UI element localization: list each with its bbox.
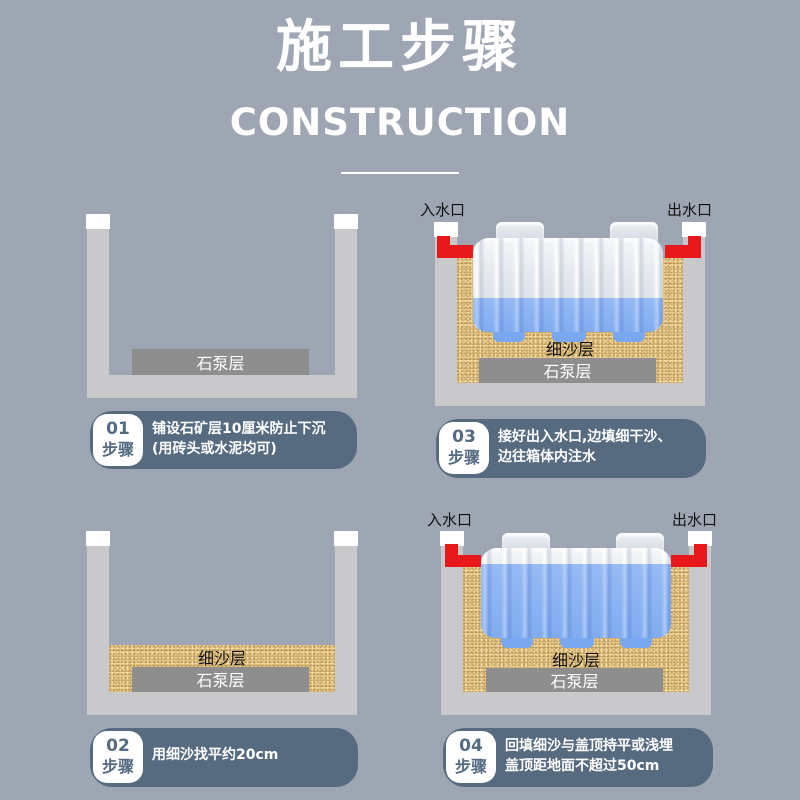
pit-diagram-step-01: 石泵层 bbox=[86, 214, 358, 398]
gravel-layer: 石泵层 bbox=[132, 667, 309, 692]
sand-layer-label: 细沙层 bbox=[545, 340, 594, 359]
outlet-pipe-icon bbox=[665, 245, 701, 258]
wall-cap-left bbox=[86, 214, 110, 229]
gravel-layer: 石泵层 bbox=[479, 358, 656, 383]
step-description-line: 边往箱体内注水 bbox=[498, 449, 596, 465]
title-divider bbox=[341, 172, 459, 174]
tank-neck-icon bbox=[610, 222, 658, 242]
wall-cap-right bbox=[688, 531, 712, 546]
outlet-label: 出水口 bbox=[667, 201, 713, 219]
gravel-layer-label: 石泵层 bbox=[196, 354, 245, 373]
step-number: 03 bbox=[452, 427, 476, 447]
inlet-label: 入水口 bbox=[420, 201, 466, 219]
step-description-line: 盖顶距地面不超过50cm bbox=[505, 758, 660, 774]
wall-cap-right bbox=[334, 214, 358, 229]
step-word: 步骤 bbox=[447, 448, 480, 467]
step-number-box: 03 步骤 bbox=[439, 422, 489, 474]
inlet-pipe-icon bbox=[437, 245, 473, 258]
step-number: 04 bbox=[459, 736, 483, 756]
gravel-layer-label: 石泵层 bbox=[543, 362, 592, 381]
step-badge-01: 01 步骤 铺设石矿层10厘米防止下沉 (用砖头或水泥均可) bbox=[90, 411, 357, 469]
step-number-box: 01 步骤 bbox=[93, 414, 143, 466]
septic-tank-icon bbox=[473, 238, 663, 332]
wall-cap-right bbox=[682, 222, 706, 237]
inlet-label: 入水口 bbox=[427, 511, 473, 529]
page-subtitle: CONSTRUCTION bbox=[229, 101, 571, 144]
wall-cap-left bbox=[434, 222, 458, 237]
step-word: 步骤 bbox=[101, 757, 134, 776]
step-description: 回填细沙与盖顶持平或浅埋 盖顶距地面不超过50cm bbox=[505, 736, 703, 776]
inlet-pipe-icon bbox=[445, 555, 481, 567]
step-description-line: 用细沙找平约20cm bbox=[152, 747, 279, 763]
septic-tank-icon bbox=[481, 548, 671, 638]
tank-neck-icon bbox=[496, 222, 544, 242]
gravel-layer: 石泵层 bbox=[132, 349, 309, 375]
step-number-box: 04 步骤 bbox=[446, 731, 496, 783]
step-description: 铺设石矿层10厘米防止下沉 (用砖头或水泥均可) bbox=[152, 419, 347, 459]
step-number: 01 bbox=[106, 419, 130, 439]
step-description: 用细沙找平约20cm bbox=[152, 745, 348, 765]
gravel-layer: 石泵层 bbox=[486, 668, 663, 692]
wall-cap-left bbox=[440, 531, 464, 546]
gravel-layer-label: 石泵层 bbox=[196, 671, 245, 690]
sand-layer-label: 细沙层 bbox=[197, 649, 246, 668]
outlet-label: 出水口 bbox=[672, 511, 718, 529]
step-badge-04: 04 步骤 回填细沙与盖顶持平或浅埋 盖顶距地面不超过50cm bbox=[443, 728, 713, 787]
step-description-line: (用砖头或水泥均可) bbox=[152, 441, 277, 457]
step-word: 步骤 bbox=[101, 440, 134, 459]
step-description-line: 铺设石矿层10厘米防止下沉 bbox=[152, 421, 326, 437]
step-number: 02 bbox=[106, 736, 130, 756]
step-number-box: 02 步骤 bbox=[93, 731, 143, 783]
wall-cap-left bbox=[86, 531, 110, 546]
step-description: 接好出入水口,边填细干沙、 边往箱体内注水 bbox=[498, 427, 696, 467]
page-title: 施工步骤 bbox=[276, 15, 524, 80]
step-badge-03: 03 步骤 接好出入水口,边填细干沙、 边往箱体内注水 bbox=[436, 419, 706, 478]
step-description-line: 接好出入水口,边填细干沙、 bbox=[498, 429, 672, 445]
step-word: 步骤 bbox=[454, 757, 487, 776]
step-badge-02: 02 步骤 用细沙找平约20cm bbox=[90, 728, 358, 787]
wall-cap-right bbox=[334, 531, 358, 546]
sand-layer-label: 细沙层 bbox=[551, 651, 600, 670]
step-description-line: 回填细沙与盖顶持平或浅埋 bbox=[505, 738, 673, 754]
gravel-layer-label: 石泵层 bbox=[550, 672, 599, 691]
outlet-pipe-icon bbox=[671, 555, 707, 567]
pit-diagram-step-02: 细沙层 石泵层 bbox=[86, 531, 358, 715]
